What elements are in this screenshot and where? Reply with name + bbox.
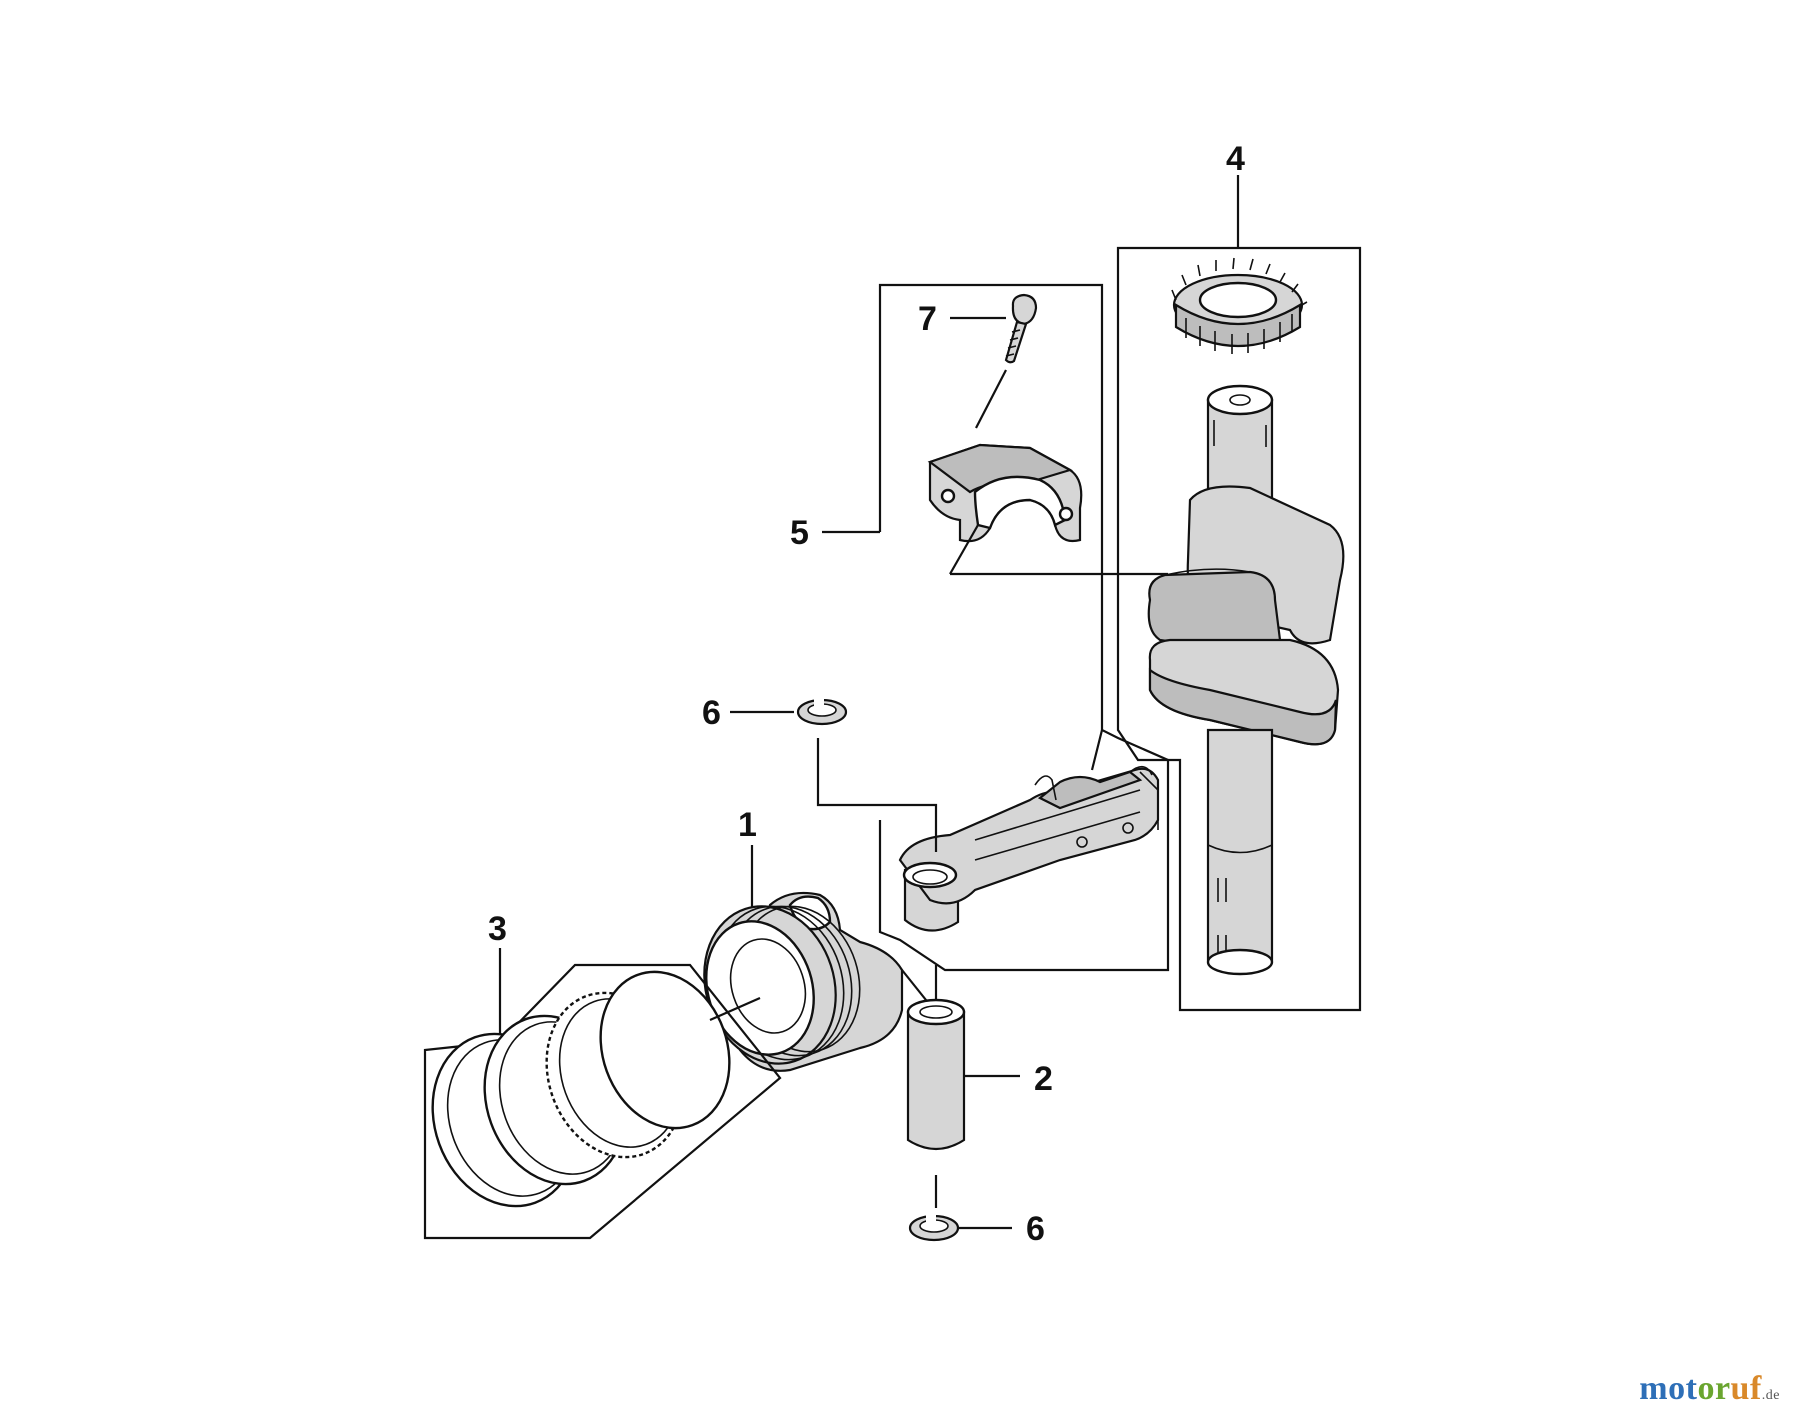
bolt-icon [1004,293,1038,364]
rings-to-piston-line [709,996,761,1022]
clip-upper-icon [796,698,848,726]
clip-upper-to-rod-line [816,738,938,852]
piston-ring-icons [431,970,731,1208]
watermark-domain: .de [1761,1388,1780,1403]
clip-lower-icon [908,1214,960,1242]
clip-lower-group [908,1214,1012,1242]
callout-1: 1 [738,806,757,844]
bolt-leader [975,369,1007,429]
watermark-part-1: mot [1639,1370,1698,1407]
rod-cap-leader [949,524,979,575]
callout-3: 3 [488,910,507,948]
crankshaft-group [1116,175,1362,1012]
callout-4: 4 [1226,140,1245,178]
watermark-part-2: or [1697,1370,1731,1407]
rod-cap-icon [927,443,1083,543]
piston-rings-bracket [423,963,782,1240]
connecting-rod-bracket [878,283,1170,972]
clip-upper-group [730,698,938,852]
callout-2: 2 [1034,1060,1053,1098]
piston-group [703,845,931,1072]
callout-5: 5 [790,514,809,552]
piston-pin-icon [906,998,966,1151]
callout-7: 7 [918,300,937,338]
watermark-logo: motoruf.de [1639,1370,1780,1408]
piston-pin-group [906,965,1020,1208]
connecting-rod-icon [898,765,1160,932]
connecting-rod-group [822,283,1170,972]
rod-to-crank-line [1090,729,1104,771]
watermark-part-3: uf [1730,1370,1762,1407]
callout-6-upper: 6 [702,694,721,732]
piston-rings-group [423,948,782,1240]
timing-gear-icon [1171,257,1308,354]
piston-to-pin-line [901,969,931,1006]
callout-6-lower: 6 [1026,1210,1045,1248]
crankshaft-icon [1147,384,1345,976]
piston-icon [703,891,904,1072]
